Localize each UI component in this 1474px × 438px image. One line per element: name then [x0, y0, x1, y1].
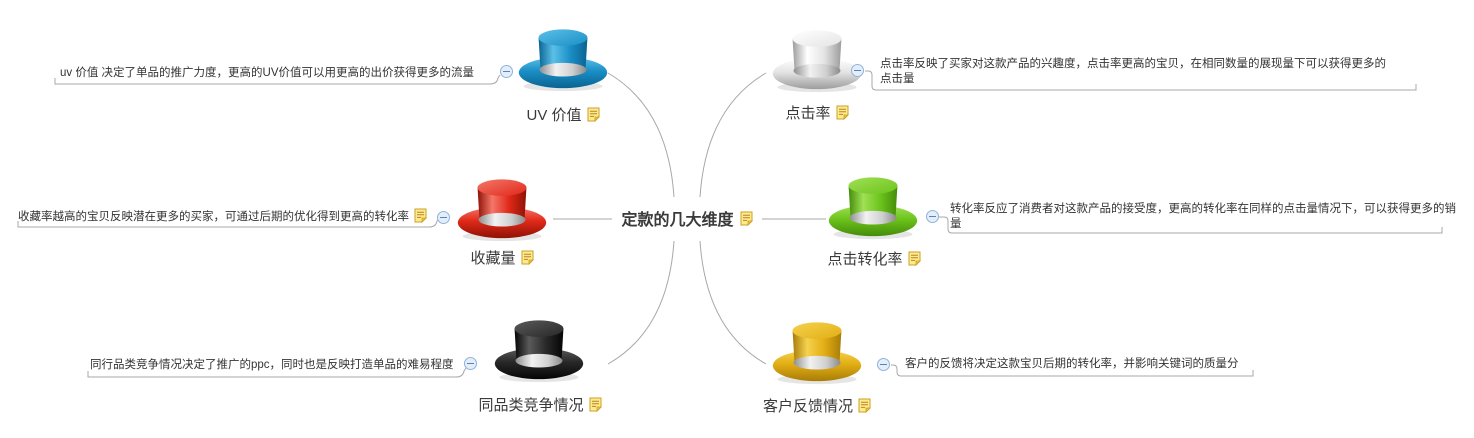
callout-text: 客户的反馈将决定这款宝贝后期的转化率，并影响关键词的质量分 [905, 358, 1239, 370]
callout-text: 同行品类竞争情况决定了推广的ppc，同时也是反映打造单品的难易程度 [90, 359, 454, 371]
branch-curve-customer-feedback [699, 240, 767, 365]
topic-label: 点击率 [785, 104, 831, 122]
collapse-button-click-conversion[interactable] [926, 210, 939, 223]
topic-click-conversion[interactable]: 点击转化率 [810, 249, 938, 268]
topic-favorites[interactable]: 收藏量 [444, 248, 560, 267]
tophat-icon-white[interactable] [770, 27, 864, 95]
tophat-icon-yellow[interactable] [770, 319, 864, 387]
branch-curve-click-rate [699, 72, 767, 198]
note-icon[interactable] [521, 250, 534, 265]
tophat-icon-blue[interactable] [516, 26, 610, 94]
topic-label: 同品类竞争情况 [478, 396, 584, 414]
topic-competition[interactable]: 同品类竞争情况 [466, 395, 614, 414]
callout-text: 转化率反应了消费者对这款产品的接受度，更高的转化率在同样的点击量情况下，可以获得… [950, 203, 1456, 230]
note-icon[interactable] [908, 251, 921, 266]
callout-customer-feedback[interactable]: 客户的反馈将决定这款宝贝后期的转化率，并影响关键词的质量分 [905, 357, 1239, 372]
note-icon[interactable] [740, 211, 753, 226]
topic-label: 客户反馈情况 [762, 397, 853, 415]
note-icon[interactable] [587, 107, 600, 122]
tophat-icon-green[interactable] [826, 174, 920, 242]
central-topic[interactable]: 定款的几大维度 [612, 207, 762, 229]
topic-uv-value[interactable]: UV 价值 [498, 105, 628, 124]
collapse-button-favorites[interactable] [437, 211, 450, 224]
topic-label: 收藏量 [470, 249, 516, 267]
callout-click-conversion[interactable]: 转化率反应了消费者对这款产品的接受度，更高的转化率在同样的点击量情况下，可以获得… [950, 202, 1460, 232]
collapse-button-uv-value[interactable] [500, 65, 513, 78]
callout-click-rate[interactable]: 点击率反映了买家对这款产品的兴趣度，点击率更高的宝贝，在相同数量的展现量下可以获… [880, 57, 1390, 87]
branch-curve-competition [607, 240, 675, 365]
topic-label: UV 价值 [526, 106, 582, 124]
callout-text: 点击率反映了买家对这款产品的兴趣度，点击率更高的宝贝，在相同数量的展现量下可以获… [880, 58, 1386, 85]
collapse-button-competition[interactable] [464, 357, 477, 370]
note-icon[interactable] [858, 398, 871, 413]
callout-favorites[interactable]: 收藏率越高的宝贝反映潜在更多的买家，可通过后期的优化得到更高的转化率 [18, 208, 427, 225]
collapse-button-customer-feedback[interactable] [877, 358, 890, 371]
tophat-icon-red[interactable] [455, 176, 549, 244]
topic-customer-feedback[interactable]: 客户反馈情况 [746, 396, 888, 415]
tophat-icon-black[interactable] [492, 317, 586, 385]
topic-click-rate[interactable]: 点击率 [758, 103, 876, 122]
callout-text: uv 价值 决定了单品的推广力度，更高的UV价值可以用更高的出价获得更多的流量 [60, 67, 475, 79]
central-topic-label: 定款的几大维度 [621, 212, 734, 229]
callout-competition[interactable]: 同行品类竞争情况决定了推广的ppc，同时也是反映打造单品的难易程度 [90, 358, 454, 373]
callout-text: 收藏率越高的宝贝反映潜在更多的买家，可通过后期的优化得到更高的转化率 [18, 211, 409, 223]
note-icon[interactable] [414, 208, 427, 223]
note-icon[interactable] [836, 105, 849, 120]
callout-uv-value[interactable]: uv 价值 决定了单品的推广力度，更高的UV价值可以用更高的出价获得更多的流量 [60, 66, 474, 81]
branch-curve-uv-value [607, 72, 675, 198]
note-icon[interactable] [589, 397, 602, 412]
collapse-button-click-rate[interactable] [851, 64, 864, 77]
topic-label: 点击转化率 [827, 250, 903, 268]
